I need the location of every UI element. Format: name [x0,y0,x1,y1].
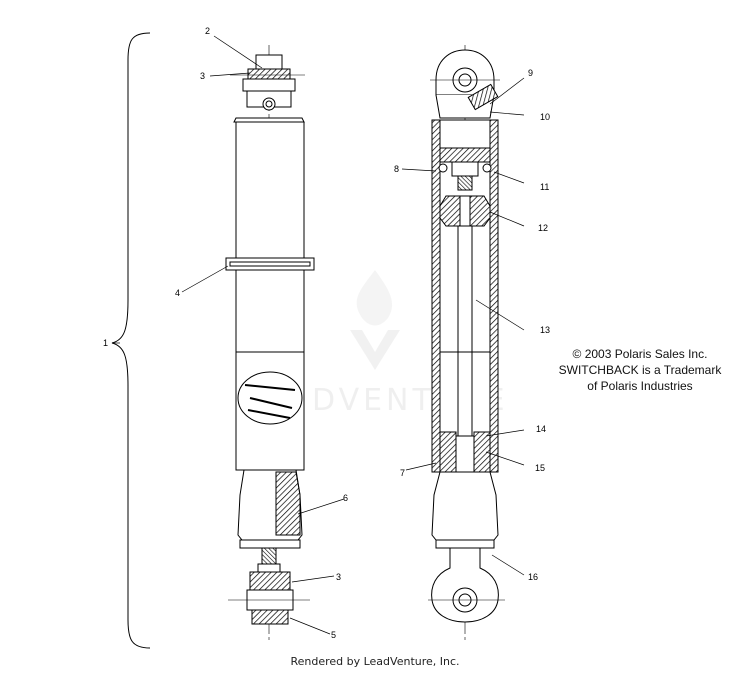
callout-16: 16 [528,572,538,582]
trademark-text-line2: of Polaris Industries [587,379,693,393]
callout-12: 12 [538,223,548,233]
callout-labels: 1 2 3 4 6 3 5 8 9 10 11 12 13 14 15 7 16 [103,26,550,640]
leader-lines [112,35,525,635]
callout-6: 6 [343,493,348,503]
copyright-text: © 2003 Polaris Sales Inc. [572,347,708,361]
copyright-notice: © 2003 Polaris Sales Inc. SWITCHBACK is … [540,346,740,394]
callout-4: 4 [175,288,180,298]
callout-10: 10 [540,112,550,122]
callout-1: 1 [103,338,108,348]
callout-5: 5 [331,630,336,640]
callout-13: 13 [540,325,550,335]
shock-decal [237,371,303,425]
callout-15: 15 [535,463,545,473]
callout-3-bottom: 3 [336,572,341,582]
callout-7: 7 [400,468,405,478]
assembly-brace [111,32,151,649]
trademark-text-line1: SWITCHBACK is a Trademark [558,363,722,377]
shock-section-view [428,45,505,640]
callout-14: 14 [536,424,546,434]
callout-11: 11 [540,182,549,192]
callout-9: 9 [528,68,533,78]
shock-exterior-view [225,45,315,640]
callout-2: 2 [205,26,210,36]
callout-3-top: 3 [200,71,205,81]
footer-credit: Rendered by LeadVenture, Inc. [290,655,460,668]
callout-8: 8 [394,164,399,174]
